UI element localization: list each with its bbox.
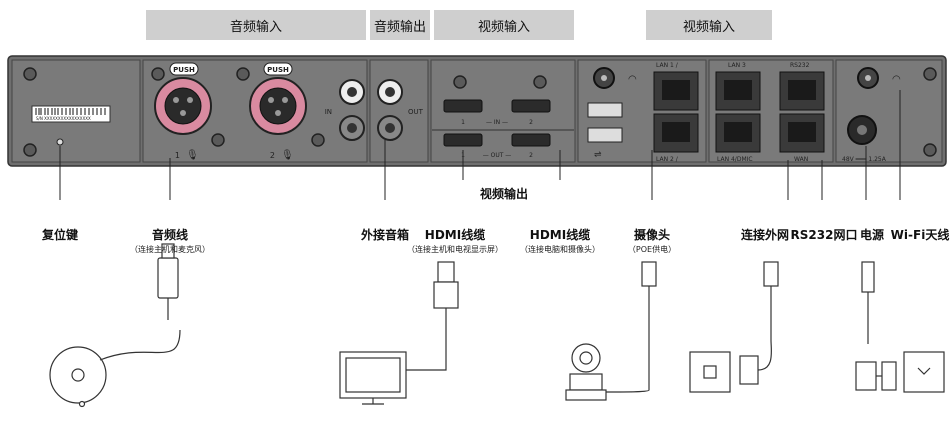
xlr-plug-icon (157, 257, 179, 299)
label-hdmi-cable-2: HDMI线缆 (529, 228, 591, 242)
xlr-jack-2[interactable] (249, 77, 307, 135)
ethernet-plug-icon (641, 261, 657, 287)
mic-2-label: 2 (270, 151, 275, 160)
rs232-label: RS232 (790, 62, 810, 69)
label-wifi: Wi-Fi天线 (890, 228, 950, 242)
rca-out-jacks[interactable] (377, 79, 403, 141)
screw-icon (923, 143, 937, 157)
usb-icon: ⇌ (594, 150, 602, 160)
note-hdmi-cable-1: （连接主机和电视显示屏） (407, 245, 503, 254)
hdmi-in-1-label: 1 (461, 119, 465, 126)
screw-icon (23, 143, 37, 157)
push-label-2: PUSH (267, 66, 289, 74)
wan-label: WAN (794, 156, 808, 163)
hdmi-in-2-label: 2 (529, 119, 533, 126)
screw-icon (236, 67, 250, 81)
wifi-icon: ◠ (892, 74, 901, 85)
hdmi-out-2-port[interactable] (511, 133, 551, 147)
label-rs232: RS232网口 (790, 228, 858, 242)
hdmi-in-2-port[interactable] (511, 99, 551, 113)
lan2-label: LAN 2 / (656, 156, 679, 163)
push-label-1: PUSH (173, 66, 195, 74)
hdmi-out-1-port[interactable] (443, 133, 483, 147)
label-speaker: 外接音箱 (360, 228, 410, 242)
power-rating-label: 48V ═══ 1.25A (842, 156, 887, 163)
screw-icon (311, 133, 325, 147)
hdmi-plug-icon (437, 261, 455, 283)
screw-icon (453, 75, 467, 89)
serial-text: S/N XXXXXXXXXXXXXXXXX (36, 116, 91, 121)
xlr-jack-1[interactable] (154, 77, 212, 135)
label-hdmi-cable-1: HDMI线缆 (424, 228, 486, 242)
label-audio-cable: 音频线 (151, 228, 189, 242)
rca-in-label: IN (325, 108, 332, 116)
push-tab-2[interactable] (263, 62, 293, 76)
lan3-label: LAN 3 (728, 62, 746, 69)
lan1-label: LAN 1 / (656, 62, 679, 69)
rca-in-jacks[interactable] (339, 79, 365, 141)
screw-icon (533, 75, 547, 89)
microphone-icon: 🎙 (186, 149, 199, 161)
screw-icon (151, 67, 165, 81)
hdmi-in-label: — IN — (486, 119, 508, 126)
ethernet-plug-icon (763, 261, 779, 287)
usb-port-2[interactable] (587, 127, 623, 143)
hdmi-out-label: — OUT — (483, 152, 512, 159)
hdmi-in-1-port[interactable] (443, 99, 483, 113)
header-audio-output: 音频输出 (370, 10, 430, 40)
note-audio-cable: （连接主机和麦克风） (130, 245, 210, 254)
usb-port-1[interactable] (587, 102, 623, 118)
rs232-port[interactable] (779, 71, 825, 111)
label-camera: 摄像头 (633, 228, 671, 242)
power-adapter-icon (855, 361, 877, 391)
screw-icon (23, 67, 37, 81)
label-reset: 复位键 (41, 228, 79, 242)
header-video-input: 视频输入 (434, 10, 574, 40)
label-wan-link: 连接外网 (740, 228, 790, 242)
note-camera: （POE供电） (627, 245, 677, 254)
header-video-input-right: 视频输入 (646, 10, 772, 40)
microphone-icon: 🎙 (281, 149, 294, 161)
rca-out-label: OUT (408, 108, 424, 116)
screw-icon (211, 133, 225, 147)
power-outlet-icon (903, 351, 945, 393)
network-adapter-icon (739, 355, 759, 385)
label-power: 电源 (859, 228, 885, 242)
header-audio-input: 音频输入 (146, 10, 366, 40)
mic-1-label: 1 (175, 151, 180, 160)
reset-hole[interactable] (56, 138, 64, 146)
hdmi-out-2-label: 2 (529, 152, 533, 159)
lan4-label: LAN 4/DMIC (717, 156, 753, 163)
wifi-icon: ◠ (628, 74, 637, 85)
screw-icon (923, 67, 937, 81)
push-tab-1[interactable] (169, 62, 199, 76)
power-plug-icon (861, 261, 875, 293)
header-video-output: 视频输出 (444, 180, 564, 206)
note-hdmi-cable-2: （连接电脑和摄像头） (520, 245, 600, 254)
